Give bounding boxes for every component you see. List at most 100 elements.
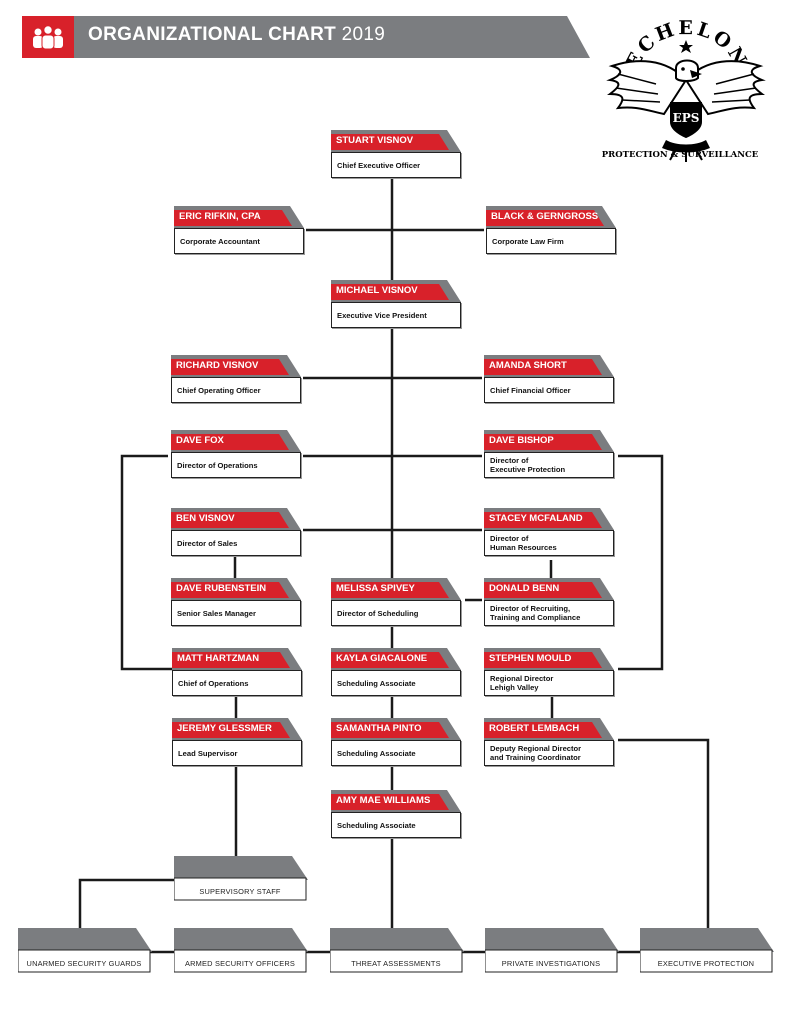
header-bar [22,16,590,58]
node-role: Chief of Operations [178,678,249,688]
node-jeremy: JEREMY GLESSMER Lead Supervisor [172,718,302,766]
group-label: ARMED SECURITY OFFICERS [185,958,295,968]
node-name: DAVE BISHOP [489,435,554,446]
node-role: Chief Operating Officer [177,385,261,395]
group-label: EXECUTIVE PROTECTION [657,958,755,968]
group-label: PRIVATE INVESTIGATIONS [501,958,601,968]
node-box: Senior Sales Manager [171,600,301,626]
node-name: JEREMY GLESSMER [177,723,272,734]
node-name: RICHARD VISNOV [176,360,259,371]
node-name: STUART VISNOV [336,135,414,146]
node-role: Corporate Law Firm [492,236,564,246]
people-group-icon [22,16,74,58]
node-name: STACEY MCFALAND [489,513,583,524]
node-name: AMANDA SHORT [489,360,567,371]
node-role: Senior Sales Manager [177,608,256,618]
node-role: Scheduling Associate [337,748,416,758]
node-name: BEN VISNOV [176,513,235,524]
node-name: AMY MAE WILLIAMS [336,795,431,806]
node-box: Chief of Operations [172,670,302,696]
node-amanda: AMANDA SHORT Chief Financial Officer [484,355,614,403]
node-black: BLACK & GERNGROSS Corporate Law Firm [486,206,616,254]
node-name: DAVE FOX [176,435,224,446]
node-box: Scheduling Associate [331,812,461,838]
node-name: STEPHEN MOULD [489,653,572,664]
page-title: ORGANIZATIONAL CHART 2019 [88,24,385,46]
node-box: Chief Executive Officer [331,152,461,178]
node-melissa: MELISSA SPIVEY Director of Scheduling [331,578,461,626]
node-davefox: DAVE FOX Director of Operations [171,430,301,478]
node-role: Deputy Regional Director and Training Co… [490,744,582,762]
node-name: MICHAEL VISNOV [336,285,418,296]
eagle-emblem-icon: ECHELON EPS [606,18,766,162]
logo-tagline: PROTECTION & SURVEILLANCE [601,150,759,160]
node-stephen: STEPHEN MOULD Regional Director Lehigh V… [484,648,614,696]
group-supervisory: SUPERVISORY STAFF [174,856,308,901]
node-role: Lead Supervisor [178,748,238,758]
node-role: Director of Human Resources [490,534,557,552]
node-name: ROBERT LEMBACH [489,723,580,734]
node-role: Chief Financial Officer [490,385,571,395]
group-label: SUPERVISORY STAFF [199,886,281,896]
group-unarmed: UNARMED SECURITY GUARDS [18,928,152,973]
node-name: KAYLA GIACALONE [336,653,428,664]
node-michael: MICHAEL VISNOV Executive Vice President [331,280,461,328]
node-box: Director of Human Resources [484,530,614,556]
node-robert: ROBERT LEMBACH Deputy Regional Director … [484,718,614,766]
node-box: Chief Financial Officer [484,377,614,403]
node-box: Director of Sales [171,530,301,556]
node-box: Lead Supervisor [172,740,302,766]
node-role: Executive Vice President [337,310,427,320]
node-donald: DONALD BENN Director of Recruiting, Trai… [484,578,614,626]
node-role: Regional Director Lehigh Valley [490,674,554,692]
node-name: BLACK & GERNGROSS [491,211,599,222]
node-name: ERIC RIFKIN, CPA [179,211,261,222]
group-label: THREAT ASSESSMENTS [351,958,441,968]
node-richard: RICHARD VISNOV Chief Operating Officer [171,355,301,403]
node-name: SAMANTHA PINTO [336,723,422,734]
node-box: Regional Director Lehigh Valley [484,670,614,696]
node-name: MATT HARTZMAN [177,653,260,664]
node-box: Scheduling Associate [331,740,461,766]
node-davebishop: DAVE BISHOP Director of Executive Protec… [484,430,614,478]
node-role: Director of Operations [177,460,258,470]
node-name: MELISSA SPIVEY [336,583,415,594]
node-kayla: KAYLA GIACALONE Scheduling Associate [331,648,461,696]
title-year: 2019 [341,24,386,45]
node-stuart: STUART VISNOV Chief Executive Officer [331,130,461,178]
node-role: Director of Sales [177,538,238,548]
node-box: Chief Operating Officer [171,377,301,403]
node-box: Scheduling Associate [331,670,461,696]
node-role: Scheduling Associate [337,820,416,830]
title-text: ORGANIZATIONAL CHART [88,24,337,45]
node-box: Director of Executive Protection [484,452,614,478]
node-eric: ERIC RIFKIN, CPA Corporate Accountant [174,206,304,254]
node-role: Scheduling Associate [337,678,416,688]
node-name: DONALD BENN [489,583,560,594]
node-box: Corporate Law Firm [486,228,616,254]
group-private: PRIVATE INVESTIGATIONS [485,928,619,973]
node-role: Chief Executive Officer [337,160,421,170]
node-daverub: DAVE RUBENSTEIN Senior Sales Manager [171,578,301,626]
node-stacey: STACEY MCFALAND Director of Human Resour… [484,508,614,556]
node-role: Director of Scheduling [337,608,419,618]
node-box: Director of Scheduling [331,600,461,626]
group-exec: EXECUTIVE PROTECTION [640,928,774,973]
node-box: Deputy Regional Director and Training Co… [484,740,614,766]
logo-monogram: EPS [673,111,700,125]
node-matt: MATT HARTZMAN Chief of Operations [172,648,302,696]
group-threat: THREAT ASSESSMENTS [330,928,464,973]
node-amy: AMY MAE WILLIAMS Scheduling Associate [331,790,461,838]
node-ben: BEN VISNOV Director of Sales [171,508,301,556]
node-samantha: SAMANTHA PINTO Scheduling Associate [331,718,461,766]
node-name: DAVE RUBENSTEIN [176,583,267,594]
group-armed: ARMED SECURITY OFFICERS [174,928,308,973]
node-role: Corporate Accountant [180,236,260,246]
node-box: Director of Recruiting, Training and Com… [484,600,614,626]
node-role: Director of Executive Protection [490,456,566,474]
node-box: Director of Operations [171,452,301,478]
node-role: Director of Recruiting, Training and Com… [490,604,581,622]
node-box: Executive Vice President [331,302,461,328]
node-box: Corporate Accountant [174,228,304,254]
group-label: UNARMED SECURITY GUARDS [26,958,142,968]
